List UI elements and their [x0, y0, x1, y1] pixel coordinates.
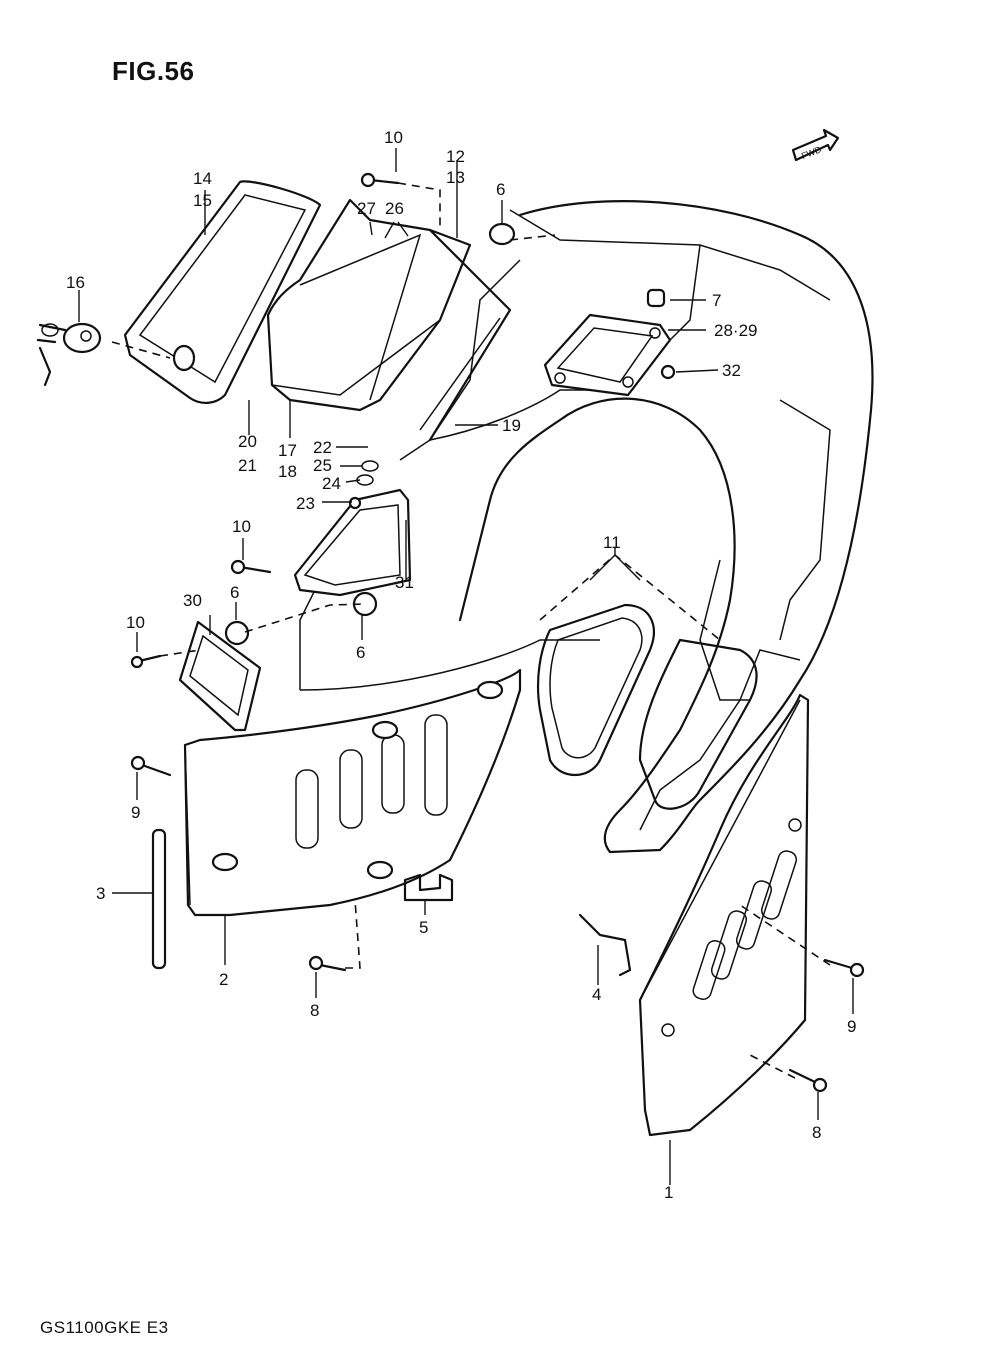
callout-label: 30: [183, 591, 202, 610]
callout-label: 13: [446, 168, 465, 187]
callout-label: 3: [96, 884, 105, 903]
bracket-part: [403, 873, 632, 977]
callout-label: 10: [126, 613, 145, 632]
access-cover: [543, 313, 672, 397]
callout-label: 14: [193, 169, 212, 188]
callout-label: 31: [395, 573, 414, 592]
callout-label: 28·29: [714, 321, 757, 340]
callout-label: 6: [356, 643, 365, 662]
key-lock-icon: [36, 322, 102, 387]
callout-label: 22: [313, 438, 332, 457]
forward-arrow-icon: FWD: [791, 128, 840, 161]
callout-label: 4: [592, 985, 601, 1004]
tool-box: [266, 198, 512, 442]
callout-label: 5: [419, 918, 428, 937]
callout-label: 7: [712, 291, 721, 310]
callout-label: 11: [603, 533, 621, 552]
frame-cover-body: [299, 200, 874, 854]
rod-part: [151, 828, 167, 970]
grommets-and-bolts: [130, 172, 865, 1093]
callout-label: 8: [812, 1123, 821, 1142]
cover-plate: [178, 488, 412, 732]
callout-label: 23: [296, 494, 315, 513]
model-code: GS1100GKE E3: [40, 1318, 169, 1337]
callout-label: 9: [131, 803, 140, 822]
phantom-lines: [111, 182, 831, 1079]
leader-lines: [78, 148, 854, 1185]
callout-label: 24: [322, 474, 341, 493]
callout-label: 18: [278, 462, 297, 481]
callout-label: 8: [310, 1001, 319, 1020]
figure-title: FIG.56: [112, 56, 195, 86]
callout-label: 25: [313, 456, 332, 475]
callout-label: 9: [847, 1017, 856, 1036]
callout-label: 17: [278, 441, 297, 460]
callout-label: 21: [238, 456, 257, 475]
side-cover-right: [638, 693, 810, 1137]
callout-label: 6: [496, 180, 505, 199]
callout-label: 10: [232, 517, 251, 536]
side-cover-left: [183, 668, 522, 917]
callout-label: 10: [384, 128, 403, 147]
callout-label: 15: [193, 191, 212, 210]
callout-label: 1: [664, 1183, 673, 1202]
callout-label: 26: [385, 199, 404, 218]
callout-label: 19: [502, 416, 521, 435]
callout-label: 6: [230, 583, 239, 602]
callout-label: 16: [66, 273, 85, 292]
callout-label: 12: [446, 147, 465, 166]
callout-label: 20: [238, 432, 257, 451]
callout-label: 27: [357, 199, 376, 218]
callout-label: 32: [722, 361, 741, 380]
callouts: 1 2 3 4 5 6 6 6 7 8 8 9 9 10 10 10 11 12…: [66, 128, 856, 1202]
callout-label: 2: [219, 970, 228, 989]
tool-box-lid: [123, 180, 322, 404]
